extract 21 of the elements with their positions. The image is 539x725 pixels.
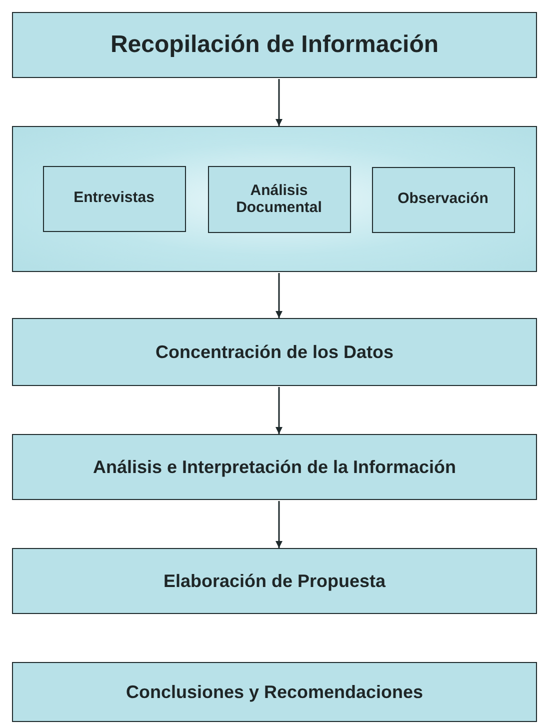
box-label: Elaboración de Propuesta	[162, 570, 387, 593]
box-label: Concentración de los Datos	[154, 340, 395, 364]
group-panel	[12, 126, 537, 272]
arrow	[276, 273, 282, 318]
box-label: Recopilación de Información	[109, 30, 440, 60]
box-label: Observación	[396, 189, 490, 210]
box-label: Análisis Documental	[235, 182, 323, 216]
process-box	[12, 662, 537, 722]
method-box	[42, 166, 186, 232]
box-label: Análisis e Interpretación de la Información	[92, 456, 458, 479]
process-box	[12, 548, 537, 614]
box-label: Conclusiones y Recomendaciones	[124, 680, 424, 704]
process-box	[12, 12, 537, 78]
arrow	[276, 501, 282, 548]
arrow	[276, 387, 282, 434]
arrow	[276, 79, 282, 126]
method-box	[372, 166, 514, 232]
method-box	[208, 166, 350, 232]
box-label: Entrevistas	[72, 188, 156, 208]
process-box	[12, 318, 537, 386]
process-box	[12, 434, 537, 500]
